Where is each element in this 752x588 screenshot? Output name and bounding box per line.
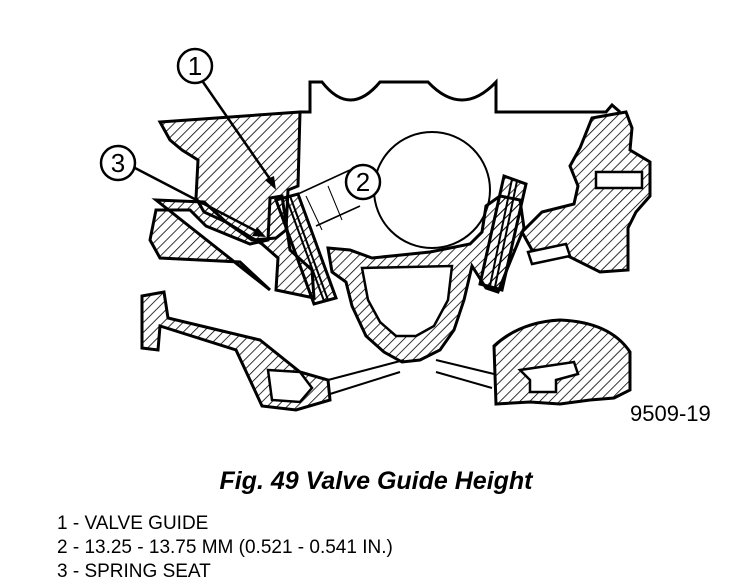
valve-stem-left-line-a [285,196,325,302]
callout-3-label: 3 [111,148,125,178]
valve-stem-left-line-b [289,195,329,301]
callout-1: 1 [176,47,276,190]
legend-item-dimension: 2 - 13.25 - 13.75 MM (0.521 - 0.541 IN.) [57,537,393,558]
lower-casting-right [492,318,632,406]
callout-2-label: 2 [356,167,370,197]
legend-item-spring-seat: 3 - SPRING SEAT [57,561,211,582]
figure-code: 9509-19 [630,401,711,426]
water-jacket-cavity [360,264,454,338]
callout-1-label: 1 [188,51,202,81]
exhaust-port-slot [594,170,644,190]
deck-line-right-a [435,359,495,375]
callout-2: 2 [344,163,382,201]
head-casting-left-lower [148,194,316,300]
deck-line-right-b [435,371,493,389]
dimension-extension-b [327,185,343,221]
valve-stem-right-line-a [489,178,513,287]
legend: 1 - VALVE GUIDE 2 - 13.25 - 13.75 MM (0.… [57,512,393,584]
dimension-line-upper [297,169,351,195]
right-oil-passage [526,242,572,266]
head-casting-right-section [520,110,652,274]
head-casting-upper-outline [300,78,621,114]
deck-line-left-b [329,371,401,395]
valve-guide-right [478,174,528,292]
cylinder-head-cross-section-diagram: 1 2 3 [99,47,652,412]
figure-caption: Fig. 49 Valve Guide Height [219,467,533,495]
spark-plug-bore [373,131,491,249]
lower-left-oil-passage [266,368,314,404]
dimension-line-lower [315,205,361,227]
deck-line-left-a [327,359,405,381]
callout-3: 3 [99,144,266,237]
valve-stem-right-line-b [494,180,518,288]
legend-item-valve-guide: 1 - VALVE GUIDE [57,513,209,534]
lower-right-oil-passage [517,360,580,394]
dimension-extension-a [305,195,323,231]
